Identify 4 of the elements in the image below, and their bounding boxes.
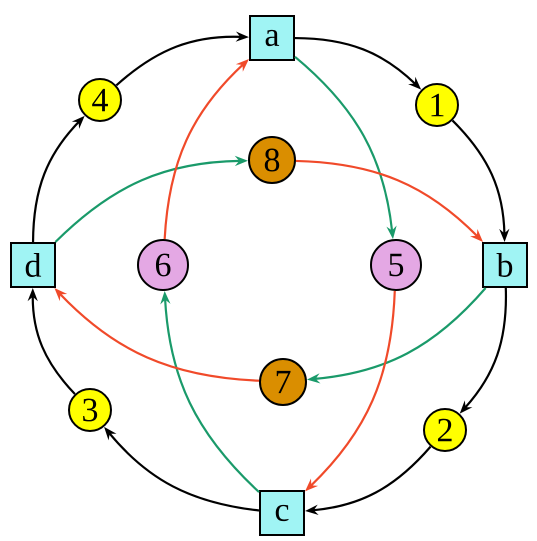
square-node: b	[482, 242, 528, 288]
square-node: d	[10, 242, 56, 288]
square-node: a	[249, 15, 295, 61]
square-node: c	[259, 490, 305, 536]
